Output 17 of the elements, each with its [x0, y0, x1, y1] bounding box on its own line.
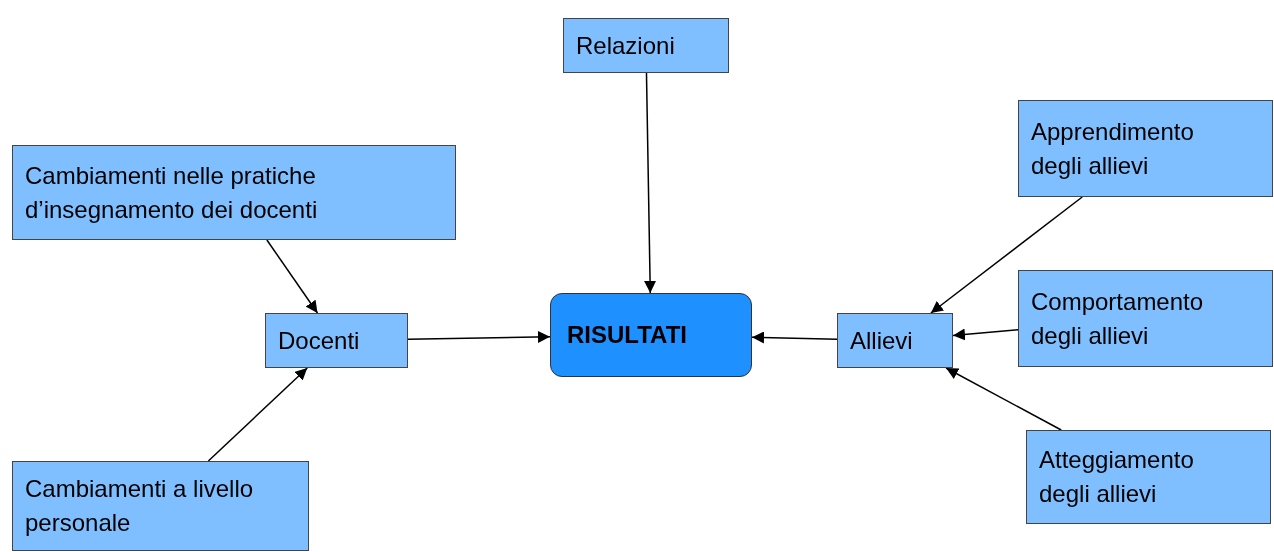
arrow [945, 367, 1062, 431]
arrow [407, 331, 551, 343]
concept-box: Cambiamenti a livello personale [12, 461, 309, 551]
arrow [207, 367, 308, 462]
concept-box: Docenti [265, 313, 408, 368]
concept-box: Cambiamenti nelle pratiche d’insegnamento dei docenti [12, 145, 456, 240]
concept-box: Allievi [837, 313, 953, 368]
concept-box: Apprendimento degli allievi [1018, 100, 1273, 197]
concept-box: Relazioni [563, 18, 729, 73]
arrow [930, 196, 1083, 314]
arrow [952, 328, 1019, 341]
concept-box: Atteggiamento degli allievi [1026, 430, 1271, 524]
result-box: RISULTATI [550, 293, 752, 377]
concept-box: Comportamento degli allievi [1018, 270, 1273, 367]
arrow [266, 239, 319, 314]
arrow [751, 331, 838, 344]
arrow [644, 72, 657, 294]
